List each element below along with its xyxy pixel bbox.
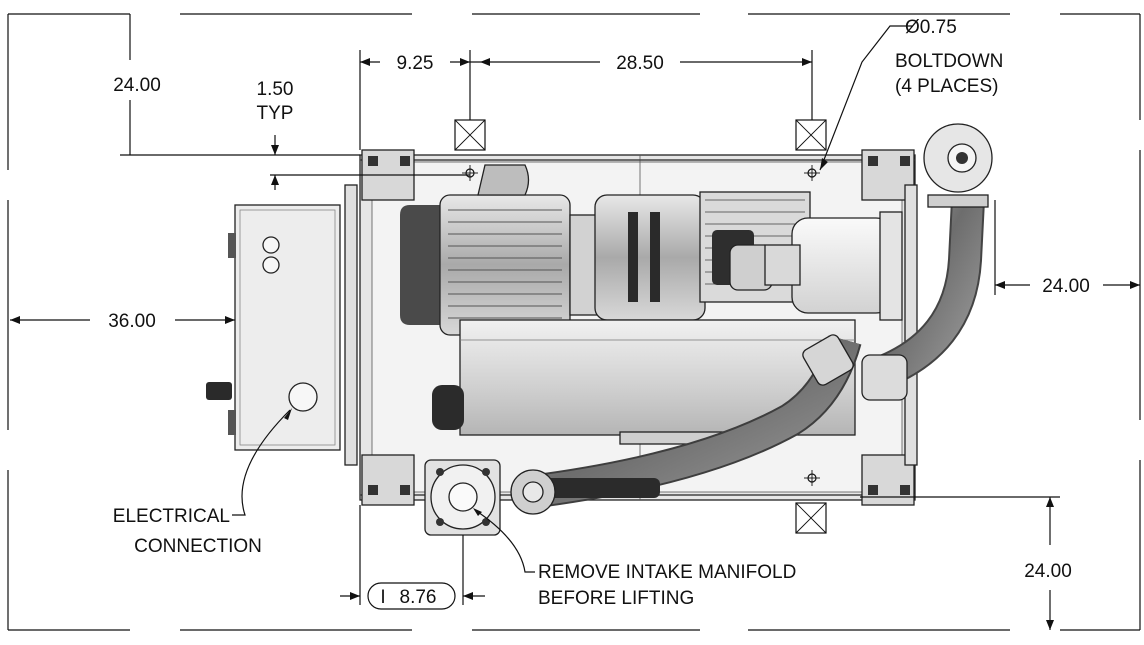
dim-leg-spacing: 9.25 (397, 53, 434, 74)
reference-dimension-frame (367, 582, 456, 610)
dim-top-clearance: 24.00 (113, 75, 161, 96)
callout-intake-line1: REMOVE INTAKE MANIFOLD (538, 562, 796, 583)
leader-electrical (232, 409, 291, 516)
electrical-enclosure (206, 204, 341, 451)
callout-intake-line2: BEFORE LIFTING (538, 588, 694, 609)
intake-manifold (424, 459, 501, 536)
dim-intake-prefix: I (380, 587, 385, 608)
leader-intake (474, 509, 535, 573)
dim-right-clearance: 24.00 (1042, 276, 1090, 297)
pump-housing (594, 191, 811, 321)
dim-intake-offset: 8.76 (400, 587, 437, 608)
dim-left-clearance: 36.00 (108, 311, 156, 332)
dim-rail-offset-note: TYP (257, 103, 294, 124)
inlet-filter (764, 211, 903, 321)
intake-hose (510, 334, 862, 515)
callout-boltdown-line1: BOLTDOWN (895, 51, 1003, 72)
callout-boltdown-line2: (4 PLACES) (895, 76, 998, 97)
dim-bolt-spacing: 28.50 (616, 53, 664, 74)
callout-electrical-line1: ELECTRICAL (113, 506, 230, 527)
dim-rail-offset: 1.50 (257, 79, 294, 100)
callout-electrical-line2: CONNECTION (134, 536, 262, 557)
dim-bottom-clearance: 24.00 (1024, 561, 1072, 582)
motor (400, 164, 599, 336)
exhaust-hose (861, 123, 993, 401)
leader-boltdown (819, 25, 913, 171)
callout-boltdown-diameter: Ø0.75 (905, 17, 957, 38)
clearance-envelope (7, 13, 1141, 631)
